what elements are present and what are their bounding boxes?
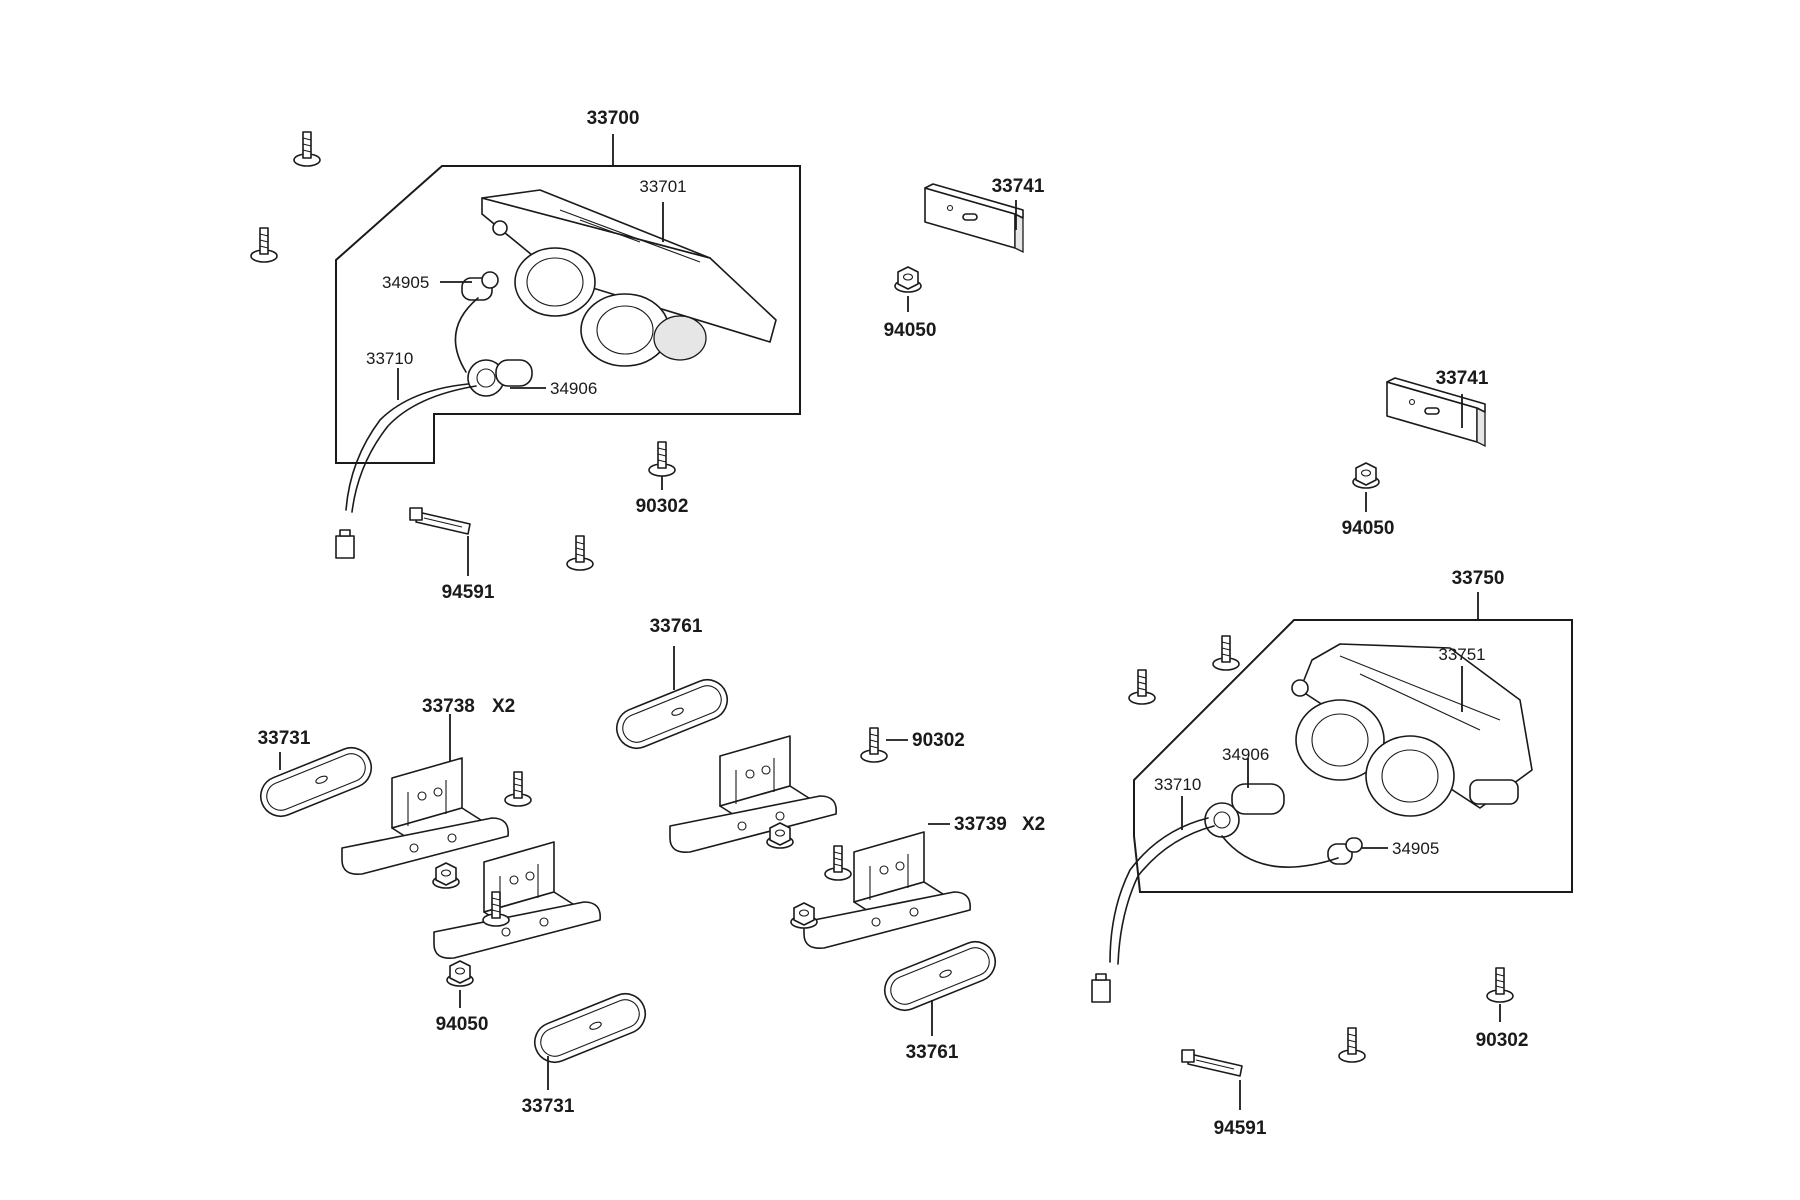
flange-bolt-icon (250, 227, 278, 263)
flange-nut-icon (766, 822, 794, 849)
flange-bolt-icon (1486, 967, 1514, 1003)
part-label-94050-top: 94050 (884, 320, 937, 341)
bulb-socket-right (1204, 783, 1285, 838)
flange-bolt-icon (824, 845, 852, 881)
connector-plug-icon (335, 529, 355, 559)
marker-lamp-left (253, 740, 379, 824)
flange-bolt-icon (1338, 1027, 1366, 1063)
bulb-socket-left (467, 359, 533, 397)
rear-lamp-assembly-left: 33700 33701 34905 34 (335, 108, 801, 559)
flange-nut-icon (432, 862, 460, 889)
part-label-94050-right: 94050 (1342, 518, 1395, 539)
flange-bolt-icon (1128, 669, 1156, 705)
mounting-bracket-mid (803, 831, 972, 950)
part-label-94591-left: 94591 (442, 582, 495, 603)
part-label-34906: 34906 (550, 379, 597, 398)
part-label-90302-mid: 90302 (912, 730, 965, 751)
tail-lamp-lens-left (481, 189, 777, 367)
part-label-94050-bottom: 94050 (436, 1014, 489, 1035)
part-label-33761-top: 33761 (650, 616, 703, 637)
mounting-bracket-left-lower (433, 841, 602, 960)
part-label-33701: 33701 (639, 177, 686, 196)
part-label-33700: 33700 (587, 108, 640, 129)
part-label-33751: 33751 (1438, 645, 1485, 664)
part-label-33741-right: 33741 (1436, 368, 1489, 389)
part-label-94591-right: 94591 (1214, 1118, 1267, 1139)
wiring-harness-right (1109, 817, 1339, 963)
flange-nut-icon (446, 960, 474, 987)
part-label-33761-bottom: 33761 (906, 1042, 959, 1063)
connector-plug-icon (1091, 973, 1111, 1003)
flange-nut-icon (894, 266, 922, 293)
cable-band-icon (1181, 1049, 1243, 1077)
part-label-34905: 34905 (382, 273, 429, 292)
part-label-33739-qty: X2 (1022, 814, 1045, 835)
flange-bolt-icon (648, 441, 676, 477)
marker-lamp-top-mid (609, 672, 735, 756)
part-label-90302-top: 90302 (636, 496, 689, 517)
small-bulb-left (461, 271, 499, 301)
part-label-33739: 33739 (954, 814, 1007, 835)
part-label-33750: 33750 (1452, 568, 1505, 589)
flange-bolt-icon (504, 771, 532, 807)
part-label-90302-right: 90302 (1476, 1030, 1529, 1051)
part-label-33731-left: 33731 (258, 728, 311, 749)
tail-lamp-lens-right (1291, 643, 1533, 817)
part-label-34905-right: 34905 (1392, 839, 1439, 858)
flange-nut-icon (1352, 462, 1380, 489)
part-label-33731-bottom: 33731 (522, 1096, 575, 1117)
flange-bolt-icon (1212, 635, 1240, 671)
assembly-frame-left (335, 165, 801, 464)
part-label-33741-top: 33741 (992, 176, 1045, 197)
flange-bolt-icon (860, 727, 888, 763)
part-label-33738-qty: X2 (492, 696, 515, 717)
cable-band-icon (409, 507, 471, 535)
marker-lamp-bottom-mid (877, 934, 1003, 1018)
flange-nut-icon (790, 902, 818, 929)
part-label-33738: 33738 (422, 696, 475, 717)
wiring-harness-left (345, 297, 479, 511)
rear-lamp-assembly-right: 33750 33751 34906 34905 (1091, 568, 1573, 1003)
flange-bolt-icon (293, 131, 321, 167)
part-label-33710-right: 33710 (1154, 775, 1201, 794)
part-label-34906-right: 34906 (1222, 745, 1269, 764)
flange-bolt-icon (566, 535, 594, 571)
mounting-bracket-mid-upper (669, 735, 838, 854)
assembly-frame-right (1133, 619, 1573, 893)
part-label-33710: 33710 (366, 349, 413, 368)
